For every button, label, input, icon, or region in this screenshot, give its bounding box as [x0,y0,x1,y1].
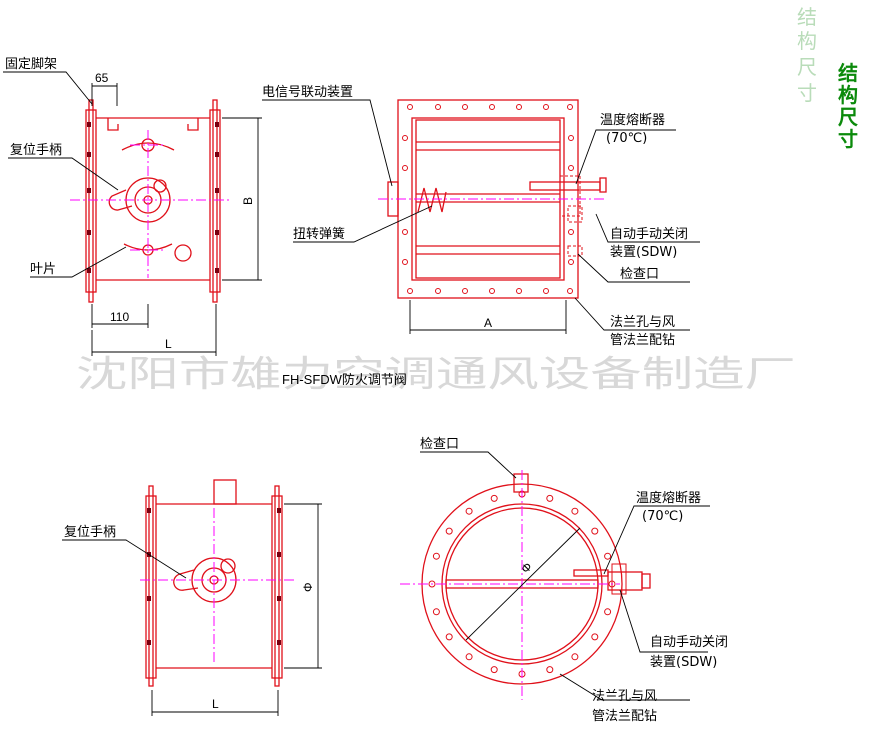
dim-110-label: 110 [110,310,129,324]
leader-bracket [3,71,93,105]
leader-inspect [577,253,690,283]
flange-hole [490,494,498,502]
side-lug [174,244,192,262]
flange-hole [571,507,579,515]
round-fuse-device [573,563,651,595]
round-inspect-port [213,479,237,505]
flange-holes [402,104,574,294]
label-bracket: 固定脚架 [5,56,57,72]
flange-hole [465,507,473,515]
label-round-flange-2: 管法兰配钻 [592,709,657,724]
label-flange-2: 管法兰配钻 [610,333,675,348]
leader-blade [30,246,127,278]
bottom-left-side-view: Φ L 复位手柄 [62,479,322,716]
svg-text:结: 结 [797,5,817,29]
flange-hole [571,653,579,661]
round-right-bolts [277,508,281,645]
flange-hole [445,633,453,641]
label-round-inspect: 检查口 [420,437,459,452]
flange-hole [546,666,554,674]
leader-fuse [575,129,676,185]
torsion-spring [417,187,447,213]
flange-hole [445,527,453,535]
flange-hole [465,653,473,661]
left-flange-bolt-strip [88,99,94,303]
leader-round-fuse [603,505,710,575]
fuse-device [529,175,607,257]
right-flange [209,109,221,293]
label-round-handle: 复位手柄 [64,525,116,540]
leader-round-sdw [619,589,708,653]
dim-phi-side-label: Φ [301,582,315,592]
flange-hole [490,666,498,674]
label-signal: 电信号联动装置 [262,85,353,100]
label-fuse-temp: (70℃) [606,131,647,146]
label-round-flange-1: 法兰孔与风 [592,689,657,704]
dim-B-label: B [241,197,255,205]
flange-hole [432,552,440,560]
section-title-faint: 结 构 尺 寸 [797,5,817,105]
dim-L-label: L [165,337,172,351]
label-flange-1: 法兰孔与风 [610,315,675,330]
leader-flange [574,297,690,331]
left-flange [85,109,97,293]
svg-text:构: 构 [838,83,858,107]
watermark: 沈阳市雄力空调通风设备制造厂 [76,354,796,395]
label-sdw-2: 装置(SDW) [610,245,677,260]
caption-top: FH-SFDW防火调节阀 [282,372,407,387]
label-round-fuse-temp: (70℃) [642,509,683,524]
leader-handle [8,157,119,191]
flange-hole [591,633,599,641]
round-inspect-port-front [513,473,529,493]
dim-phi-front-line [465,527,581,641]
bottom-right-front-view: Φ 检查口 温度熔断器 (70℃) 自动手动关闭 装置(SDW) 法兰孔与风 管… [400,437,728,724]
label-spring: 扭转弹簧 [293,226,345,242]
bracket-left [107,118,119,131]
leader-round-inspect [420,451,517,479]
dim-L2-label: L [212,697,219,711]
dim-phi-front-label: Φ [518,559,535,576]
top-left-side-view: 65 B 110 L 固定脚架 复位手柄 叶片 [3,56,262,356]
label-round-sdw-2: 装置(SDW) [650,655,717,670]
svg-text:尺: 尺 [838,105,858,129]
flange-hole [428,580,436,588]
svg-text:构: 构 [797,29,817,53]
leader-signal [262,99,393,187]
round-right-flange [271,495,283,679]
dim-65-label: 65 [95,71,109,85]
flange-hole [546,494,554,502]
right-flange-bolt-strip [212,99,218,303]
label-blade: 叶片 [30,262,56,277]
flange-hole [604,552,612,560]
label-sdw-1: 自动手动关闭 [610,227,688,242]
top-right-front-view: A 电信号联动装置 扭转弹簧 温度熔断器 (70℃) 自动手动关闭 装置(SDW… [262,85,700,348]
label-reset-handle: 复位手柄 [10,143,62,158]
flange-hole [604,608,612,616]
svg-text:寸: 寸 [838,127,858,151]
label-round-sdw-1: 自动手动关闭 [650,635,728,650]
label-inspect: 检查口 [620,267,659,282]
svg-text:寸: 寸 [797,81,817,105]
dim-A-label: A [484,316,492,330]
leader-round-handle [62,539,187,579]
flange-hole [432,608,440,616]
round-left-flange [145,495,157,679]
left-flange-bolts [87,122,91,273]
leader-sdw [595,213,700,243]
leader-spring [293,205,433,243]
leader-round-flange [559,673,690,701]
label-round-fuse: 温度熔断器 [636,490,701,506]
right-flange-bolts [215,122,219,273]
label-fuse: 温度熔断器 [600,112,665,128]
bracket-right [187,118,199,131]
flange-hole [591,527,599,535]
svg-text:尺: 尺 [797,55,817,79]
svg-text:结: 结 [838,61,858,85]
section-title: 结 构 尺 寸 [838,61,858,151]
